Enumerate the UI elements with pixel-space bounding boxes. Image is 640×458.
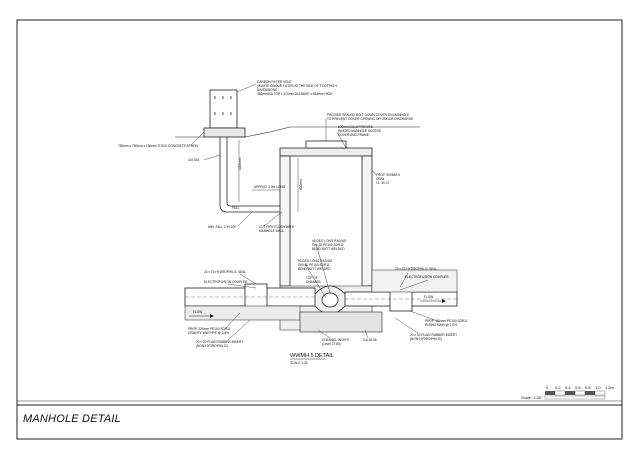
title-block: MANHOLE DETAIL bbox=[17, 405, 622, 439]
scale-bar: 0 0.2 0.4 0.6 0.8 1.0 1.2m Scale: 1:25 bbox=[521, 385, 615, 400]
left-insert-note-2: (NON-HYDROPHILIC) bbox=[196, 344, 228, 348]
vent-note-1: CARBON FILTER VENT bbox=[257, 80, 292, 84]
vent-dia-note: 110 DIA bbox=[188, 158, 200, 162]
bend-2-note-2: GN=30 PE100 SDR11 bbox=[298, 263, 330, 267]
left-pipe-note-1: PROP. 225mm PE100 SDR11 bbox=[188, 327, 231, 331]
channel-invert-1: CHANNEL INVERT bbox=[322, 338, 350, 342]
annotation-group: CARBON FILTER VENT (WASTE ODOUR FILTER A… bbox=[118, 80, 468, 348]
cover-note-1: PROVIDE SEALED BOLT DOWN COVER ON MANHOL… bbox=[327, 113, 409, 117]
left-seal-note: 20 x 15 HYDROPHILIC SEAL bbox=[204, 270, 246, 274]
sheet-border bbox=[16, 19, 623, 440]
cover-note-2: TO PREVENT COVER OPENING OR ODOUR DISCHA… bbox=[327, 117, 413, 121]
detail-title: WWMH 5 DETAIL bbox=[290, 353, 334, 359]
bend-1-note-2: GN=30 PE100 SDR11 bbox=[312, 243, 344, 247]
vent-note-3: DIMENSIONS bbox=[257, 88, 277, 92]
scale-tick-2: 0.4 bbox=[565, 385, 571, 390]
right-insert-note-2: (NON-HYDROPHILIC) bbox=[410, 337, 442, 341]
right-coupler-note: ELECTROFUSION COUPLER bbox=[405, 275, 449, 279]
scale-tick-1: 0.2 bbox=[555, 385, 561, 390]
concrete-apron bbox=[175, 126, 420, 138]
prop-manhole-1: PROP. 900MM-II bbox=[376, 173, 400, 177]
scale-tick-0: 0 bbox=[546, 385, 549, 390]
flow-arrow-right bbox=[420, 299, 446, 303]
prop-manhole-2: CBSa bbox=[376, 177, 385, 181]
cut-pipe-note-1: CUT PIPE FLUSH WITH bbox=[259, 225, 295, 229]
right-pipe-note-1: PROP. 160mm PE100 SDR11 bbox=[425, 319, 468, 323]
right-pipe-note-2: RISING MAIN @ 1.0% bbox=[425, 323, 457, 327]
bend-2-note-1: 90 DEG LONG RADIUS bbox=[298, 259, 332, 263]
cover-frame-1: 600mm DIA APPROVED bbox=[338, 125, 374, 129]
manhole-depth-note: 800mm bbox=[299, 179, 303, 190]
left-coupler-note: ELECTROFUSION COUPLER bbox=[204, 280, 248, 284]
prop-manhole-3: I.L. 30.70 bbox=[376, 181, 390, 185]
carbon-filter-vent bbox=[209, 89, 238, 129]
pipe-length-note: APPROX 3.0m LONG bbox=[254, 185, 286, 189]
flow-right-label: FLOW bbox=[424, 295, 433, 299]
bend-2-note-3: BEND BUTT WELDED bbox=[298, 267, 331, 271]
top-channel-2: CHANNEL bbox=[306, 280, 321, 284]
leader-lines bbox=[190, 83, 441, 341]
apron-note: 750mm x 750mm x 150mm THICK CONCRETE APR… bbox=[118, 144, 199, 148]
bend-1-note-3: BEND BUTT WELDED bbox=[312, 247, 345, 251]
scale-tick-5: 1.0 bbox=[595, 385, 601, 390]
min-fall-note: MIN. FALL 1 IN 100 bbox=[208, 225, 236, 229]
scale-tick-3: 0.6 bbox=[575, 385, 581, 390]
vent-note-2: (WASTE ODOUR FILTER AT THE SIDE OF FOOTP… bbox=[257, 84, 338, 88]
inlet-pipe-left bbox=[184, 283, 316, 321]
flow-arrow-left bbox=[189, 314, 214, 318]
cut-pipe-note-2: MANHOLE WALL bbox=[259, 229, 284, 233]
vent-note-4: 480mmDIA TOP x 470mm DIA BASE x 864mm HI… bbox=[257, 92, 333, 96]
detail-scale: SCALE 1:25 bbox=[290, 361, 308, 365]
vent-height-note: 1000mm bbox=[238, 157, 242, 170]
cover-frame-3: COVER AND FRAME bbox=[338, 133, 369, 137]
scale-label: Scale: 1:25 bbox=[521, 395, 542, 400]
fall-note: FALL bbox=[232, 206, 240, 210]
vent-pipe bbox=[219, 137, 282, 213]
bend-1-note-1: 45 DEG LONG RADIUS bbox=[312, 239, 346, 243]
drawing-title: MANHOLE DETAIL bbox=[23, 413, 121, 425]
cover-frame-2: HINGED MANHOLE ACCESS bbox=[338, 129, 381, 133]
scale-tick-6: 1.2m bbox=[605, 385, 615, 390]
right-insert-note-1: 20 x 30 PLAIN RUBBER INSERT bbox=[410, 333, 457, 337]
right-seal-note: 20 x 15 HYDROPHILIC SEAL bbox=[395, 267, 437, 271]
flow-left-label: FLOW bbox=[193, 310, 202, 314]
top-channel-1: TOP OF bbox=[306, 276, 318, 280]
left-pipe-note-2: GRAVITY WW PIPE @ 0.8% bbox=[188, 331, 229, 335]
outlet-pipe-right bbox=[344, 269, 458, 312]
channel-invert-2: (Level 27.80) bbox=[322, 342, 341, 346]
left-insert-note-1: 20 x 30 PLAIN RUBBER INSERT bbox=[196, 340, 243, 344]
channel-bend bbox=[299, 285, 383, 333]
scale-tick-4: 0.8 bbox=[585, 385, 591, 390]
il-right-note: ILA 28.08 bbox=[363, 338, 377, 342]
